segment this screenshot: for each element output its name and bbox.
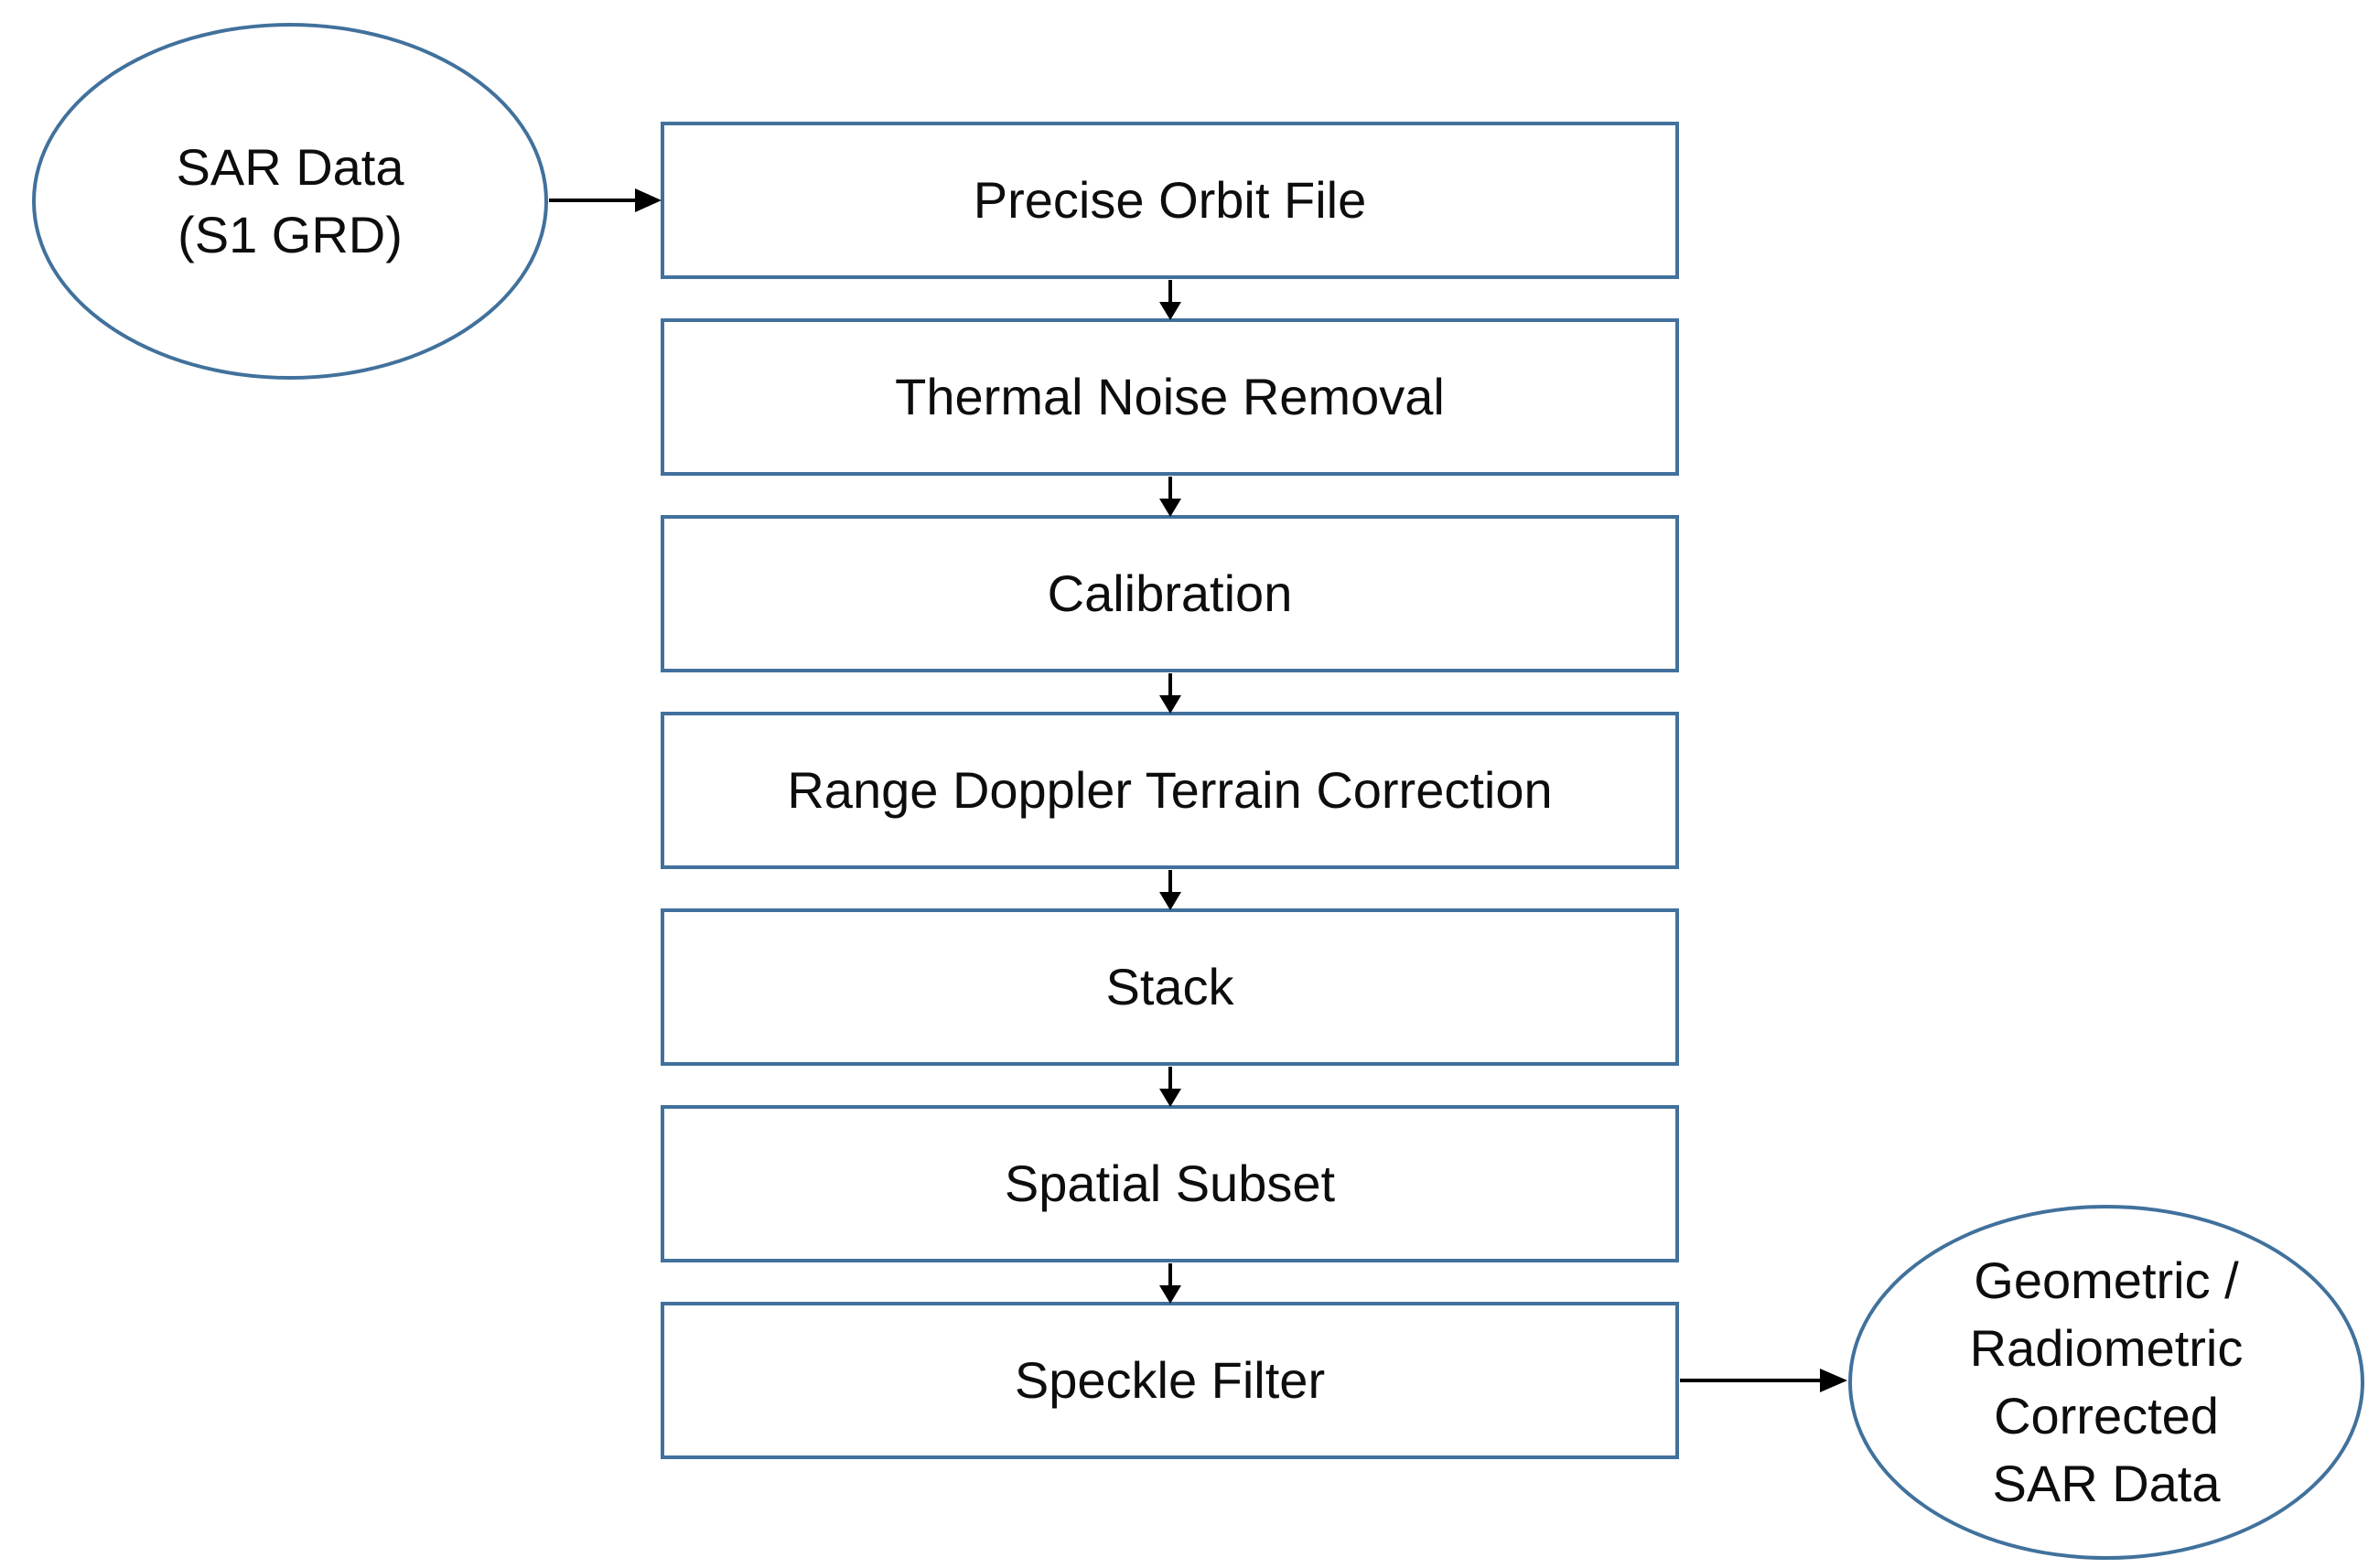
step-stack-label: Stack	[1105, 958, 1234, 1015]
arrow-step4-to-step5-icon	[1159, 870, 1181, 910]
step-calibration-label: Calibration	[1047, 564, 1293, 622]
output-node-corrected-sar-data: Geometric / Radiometric Corrected SAR Da…	[1848, 1205, 2364, 1560]
arrow-step6-to-step7-icon	[1159, 1263, 1181, 1304]
step-stack: Stack	[661, 908, 1679, 1066]
step-precise-orbit-file-label: Precise Orbit File	[973, 171, 1367, 229]
step-speckle-filter: Speckle Filter	[661, 1302, 1679, 1459]
arrow-step7-to-output-icon	[1680, 1369, 1847, 1392]
arrow-step5-to-step6-icon	[1159, 1067, 1181, 1107]
step-spatial-subset: Spatial Subset	[661, 1105, 1679, 1262]
step-thermal-noise-removal-label: Thermal Noise Removal	[895, 368, 1445, 425]
output-node-label-line4: SAR Data	[1992, 1455, 2221, 1512]
step-speckle-filter-label: Speckle Filter	[1014, 1351, 1326, 1409]
output-node-label-line2: Radiometric	[1969, 1319, 2244, 1377]
step-range-doppler-terrain-correction-label: Range Doppler Terrain Correction	[787, 761, 1553, 819]
output-node-label-line3: Corrected	[1994, 1387, 2219, 1444]
step-calibration: Calibration	[661, 515, 1679, 672]
step-thermal-noise-removal: Thermal Noise Removal	[661, 318, 1679, 476]
step-spatial-subset-label: Spatial Subset	[1004, 1155, 1336, 1212]
input-node-label-line1: SAR Data	[176, 138, 404, 196]
step-range-doppler-terrain-correction: Range Doppler Terrain Correction	[661, 712, 1679, 869]
input-node-sar-data: SAR Data (S1 GRD)	[32, 23, 548, 380]
arrow-step2-to-step3-icon	[1159, 477, 1181, 517]
arrow-step1-to-step2-icon	[1159, 280, 1181, 320]
arrow-input-to-step1-icon	[549, 188, 662, 212]
arrow-step3-to-step4-icon	[1159, 673, 1181, 714]
step-precise-orbit-file: Precise Orbit File	[661, 122, 1679, 279]
input-node-label-line2: (S1 GRD)	[178, 206, 403, 263]
output-node-label-line1: Geometric /	[1974, 1251, 2239, 1309]
